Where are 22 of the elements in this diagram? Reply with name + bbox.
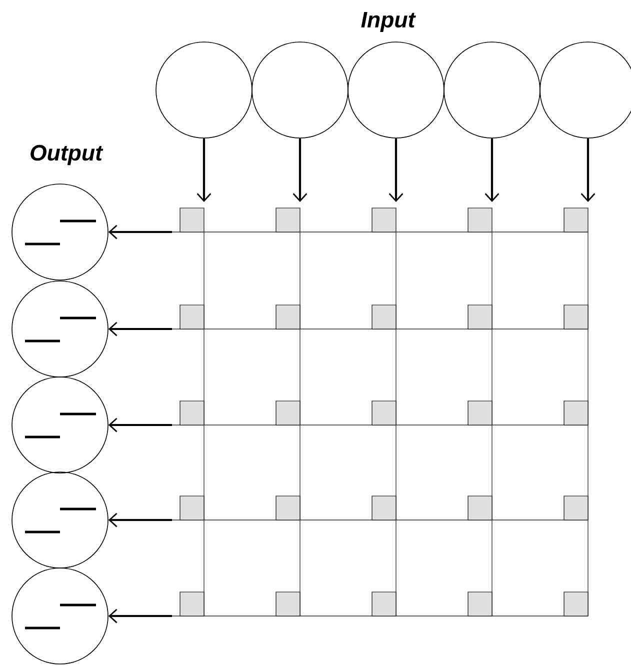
arrow — [108, 418, 172, 432]
output-neuron — [12, 280, 108, 378]
arrow — [388, 138, 404, 202]
heading: Input — [361, 12, 416, 32]
output-neuron — [12, 472, 108, 568]
arrow — [580, 138, 596, 202]
arrow — [484, 138, 500, 202]
input-neuron — [540, 42, 631, 138]
arrow — [196, 138, 212, 202]
input-neuron — [444, 42, 540, 138]
input-neuron — [348, 42, 444, 138]
input-neuron — [252, 42, 348, 138]
output-neuron — [12, 568, 108, 664]
arrow — [292, 138, 308, 202]
arrow — [108, 608, 172, 624]
output-neuron — [12, 184, 108, 280]
output-neuron — [12, 376, 108, 474]
arrow — [108, 224, 172, 240]
arrow — [108, 512, 172, 528]
input-neuron — [156, 42, 252, 138]
arrow — [108, 322, 172, 336]
heading: Output — [30, 144, 104, 166]
